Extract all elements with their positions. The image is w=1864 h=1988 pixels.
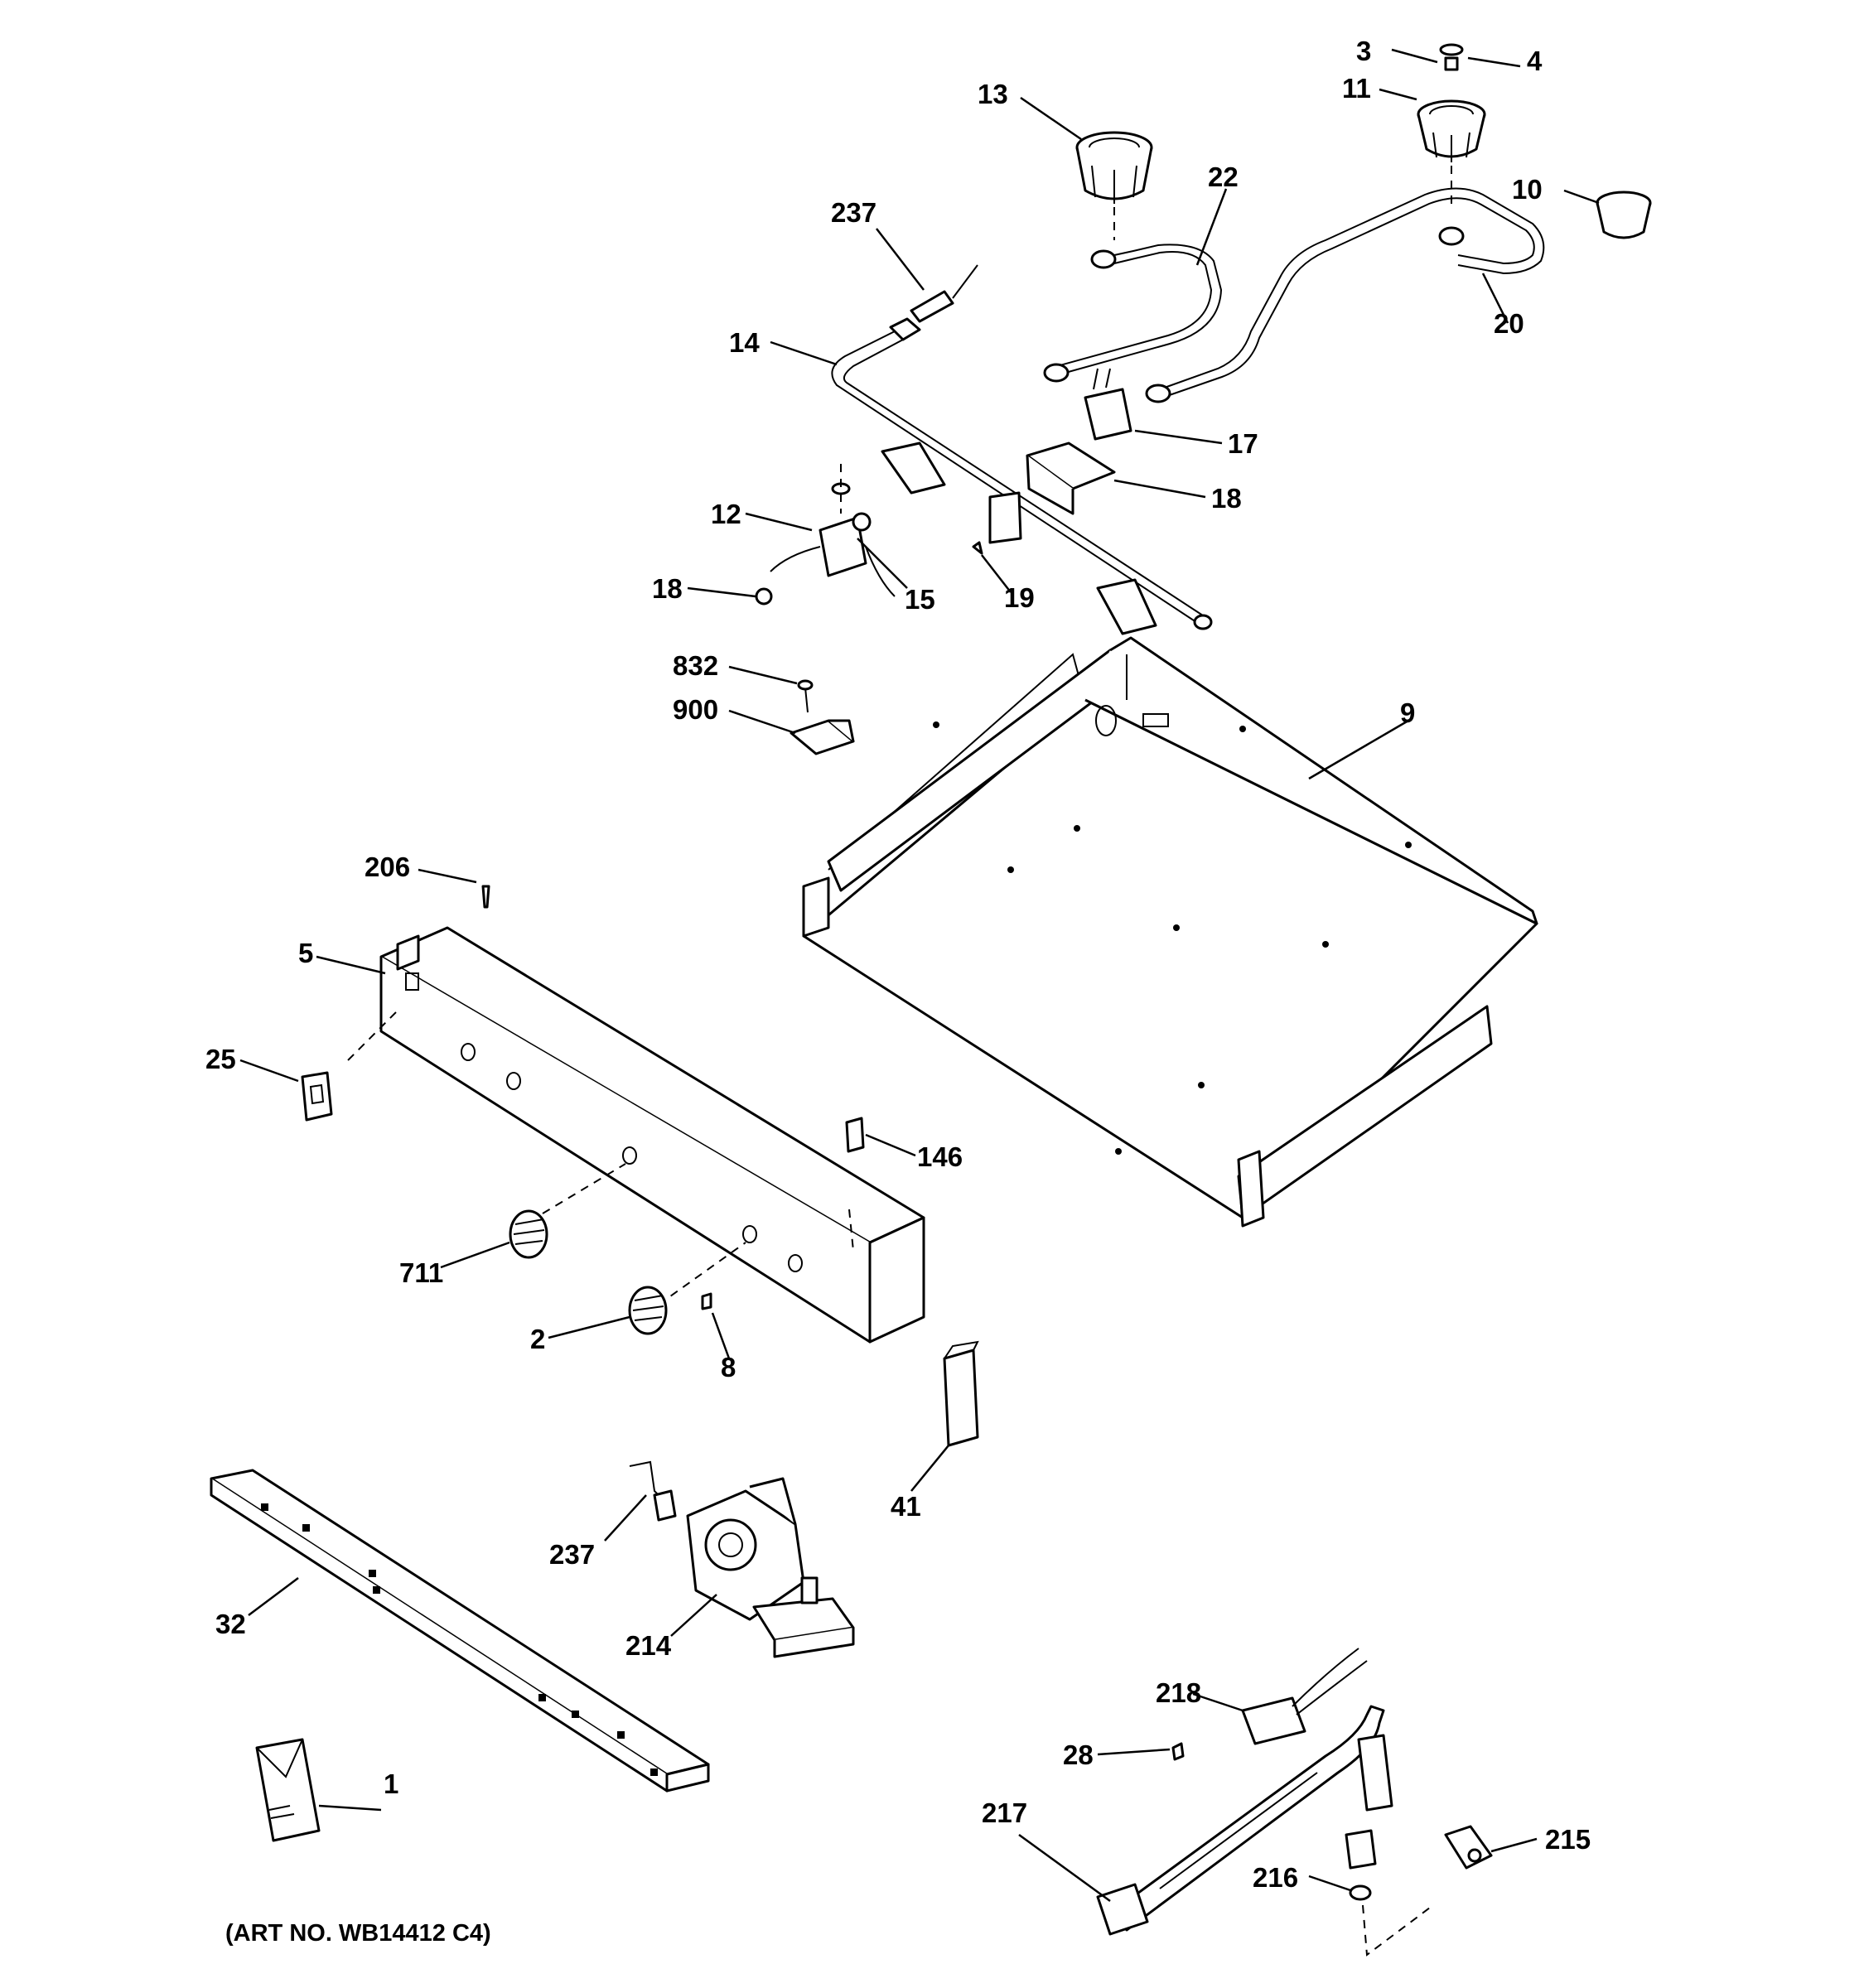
callout-19: 19 <box>1004 582 1035 613</box>
callout-18-bracket: 18 <box>1211 483 1242 514</box>
control-panel-5 <box>347 926 925 1344</box>
callout-146: 146 <box>917 1141 963 1172</box>
callout-12: 12 <box>711 499 741 529</box>
igniter-218 <box>1241 1648 1368 1745</box>
clip-28 <box>1171 1742 1185 1761</box>
bracket-215 <box>1444 1825 1493 1870</box>
screw-19 <box>972 541 983 555</box>
callout-15: 15 <box>905 584 935 615</box>
bracket-900 <box>790 679 855 755</box>
burner-box-9 <box>802 636 1538 1228</box>
callout-217: 217 <box>982 1797 1027 1828</box>
callout-17: 17 <box>1228 428 1258 459</box>
bracket-18 <box>1026 442 1116 515</box>
manifold-pipe-14 <box>831 264 1213 635</box>
callout-900: 900 <box>673 694 718 725</box>
spark-switch-17 <box>1084 368 1132 441</box>
callout-10: 10 <box>1512 174 1543 205</box>
callout-216: 216 <box>1253 1862 1298 1893</box>
callout-20: 20 <box>1494 308 1524 339</box>
callout-1: 1 <box>384 1768 398 1799</box>
callout-14: 14 <box>729 327 760 358</box>
callout-32: 32 <box>215 1609 246 1639</box>
burner-head-13 <box>1075 131 1153 240</box>
valve-assembly-214 <box>629 1460 855 1658</box>
callout-8: 8 <box>721 1352 736 1382</box>
callout-9: 9 <box>1400 697 1415 728</box>
callout-237-bottom: 237 <box>549 1539 595 1570</box>
callout-5: 5 <box>298 938 313 968</box>
cup-216 <box>1345 1829 1434 1957</box>
callout-4: 4 <box>1527 46 1543 76</box>
literature-bag-1 <box>255 1738 321 1842</box>
callout-2: 2 <box>530 1324 545 1354</box>
screw-8 <box>701 1292 712 1310</box>
callout-22: 22 <box>1208 162 1239 192</box>
burner-head-10 <box>1596 191 1652 239</box>
callout-832: 832 <box>673 650 718 681</box>
gas-tube-22 <box>1043 244 1223 383</box>
clip-25 <box>301 1071 333 1122</box>
leader-lines <box>239 48 1600 1903</box>
callout-206: 206 <box>365 852 410 882</box>
strip-32 <box>210 1469 710 1793</box>
callout-18-nut: 18 <box>652 573 683 604</box>
callout-28: 28 <box>1063 1740 1094 1770</box>
callout-41: 41 <box>891 1491 921 1522</box>
callout-711: 711 <box>399 1257 443 1288</box>
callout-214: 214 <box>625 1630 672 1661</box>
callout-labels: 3 4 11 13 10 22 237 20 14 17 18 12 18 15… <box>205 36 1591 1893</box>
callout-25: 25 <box>205 1044 236 1074</box>
gas-tube-20 <box>1145 187 1545 403</box>
burner-tube-217 <box>1096 1705 1393 1936</box>
callout-218: 218 <box>1156 1677 1201 1708</box>
clip-146 <box>845 1117 865 1153</box>
callout-3: 3 <box>1356 36 1371 66</box>
callout-13: 13 <box>978 79 1008 109</box>
nut-18 <box>755 587 773 606</box>
callout-11: 11 <box>1342 73 1371 104</box>
screw-206 <box>481 885 490 909</box>
valve-12 <box>770 464 896 597</box>
knob-2 <box>628 1286 668 1335</box>
burner-cap-3-4 <box>1439 43 1464 71</box>
side-trim-41 <box>943 1340 979 1447</box>
burner-head-11 <box>1417 99 1486 207</box>
callout-237-top: 237 <box>831 197 876 228</box>
art-number: (ART NO. WB14412 C4) <box>225 1920 491 1947</box>
callout-215: 215 <box>1545 1824 1591 1855</box>
knob-711 <box>509 1209 548 1259</box>
